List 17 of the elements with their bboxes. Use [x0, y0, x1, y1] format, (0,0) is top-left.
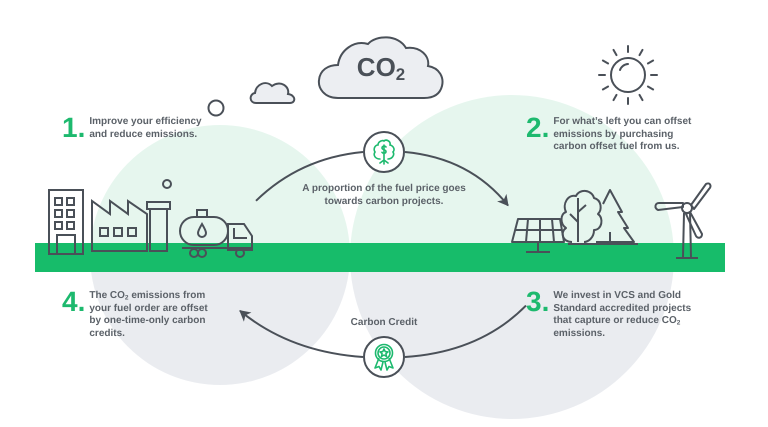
step-number: 2.	[526, 116, 550, 140]
step-text: The CO$_{2}$ emissions from your fuel order are offset by one-time-only carbon credits.	[89, 290, 209, 340]
icon-circle	[363, 131, 405, 173]
node-label: Carbon Credit	[350, 317, 418, 330]
connector-line	[255, 151, 364, 202]
step-number: 1.	[62, 116, 86, 140]
cloud-label: CO$_{2}$	[356, 52, 406, 82]
step-number: 3.	[526, 290, 550, 314]
arrow	[239, 310, 364, 358]
icon-circle	[363, 336, 405, 378]
step-text: For what’s left you can offset emissions by purchasing carbon offset fuel from us.	[553, 116, 692, 154]
arrow	[404, 151, 509, 206]
step-number: 4.	[62, 290, 86, 314]
node-label: A proportion of the fuel price goes towards carbon projects.	[302, 183, 466, 208]
step-text: We invest in VCS and Gold Standard accredited projects that capture or reduce CO$_{2}$ emissions.	[553, 290, 692, 340]
connector-line	[404, 304, 527, 358]
step-text: Improve your efficiency and reduce emissions.	[89, 116, 203, 141]
